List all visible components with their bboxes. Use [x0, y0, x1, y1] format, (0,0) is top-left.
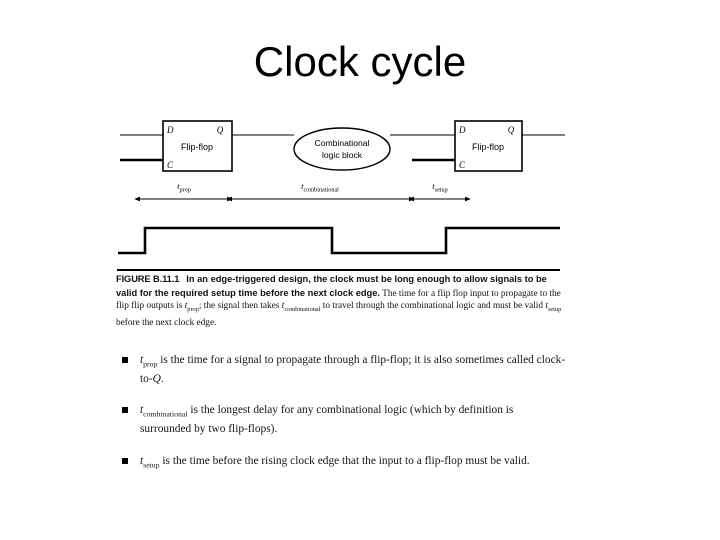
combinational-logic-line1: Combinational	[315, 138, 370, 148]
caption-var-t-setup: tsetup	[545, 301, 562, 314]
flipflop-right-pin-c: C	[459, 160, 466, 170]
bullet-tail-italic: Q	[152, 372, 161, 385]
bullet-square-icon	[122, 407, 128, 414]
list-item: tsetup is the time before the rising clo…	[116, 454, 566, 473]
bullet-text: is the longest delay for any combination…	[140, 404, 514, 436]
timing-diagram-svg: D Q C Flip-flop Combinational logic bloc…	[118, 120, 565, 255]
combinational-logic-line2: logic block	[322, 150, 363, 160]
flipflop-left-pin-c: C	[167, 160, 174, 170]
bullet-text: is the time before the rising clock edge…	[159, 454, 530, 467]
timing-label-t-combinational: tcombinational	[301, 181, 339, 193]
caption-rest-part2: ; the signal then takes	[198, 301, 282, 312]
bullet-square-icon	[122, 357, 128, 363]
bullet-var-t-setup: tsetup	[140, 454, 160, 470]
timing-label-t-prop: tprop	[177, 181, 191, 193]
clock-waveform	[118, 226, 560, 255]
flipflop-right-label: Flip-flop	[472, 142, 504, 152]
flipflop-right-pin-q: Q	[508, 125, 515, 135]
caption-bold-text: In an edge-triggered design, the clock m…	[116, 274, 547, 298]
bullet-text: is the time for a signal to propagate th…	[140, 354, 566, 385]
bullet-var-t-prop: tprop	[140, 354, 158, 369]
flipflop-left-label: Flip-flop	[181, 142, 213, 152]
flipflop-left-pin-q: Q	[217, 125, 224, 135]
caption-var-t-prop: tprop	[184, 301, 199, 314]
list-item: tprop is the time for a signal to propag…	[116, 353, 566, 386]
list-item: tcombinational is the longest delay for …	[116, 403, 566, 436]
bullet-square-icon	[122, 457, 128, 464]
combinational-logic-oval	[293, 127, 391, 171]
caption-divider	[117, 269, 560, 271]
timing-label-t-setup: tsetup	[432, 181, 447, 193]
bullet-var-t-combinational: tcombinational	[140, 404, 188, 419]
definition-list: tprop is the time for a signal to propag…	[116, 353, 566, 490]
bullet-tail: .	[160, 372, 164, 385]
flipflop-left-box	[162, 120, 233, 172]
caption-rest-part1: The time for a flip flop input to propag…	[116, 288, 561, 312]
timing-diagram: D Q C Flip-flop Combinational logic bloc…	[110, 110, 570, 270]
flipflop-right-box	[454, 120, 523, 172]
flipflop-right-pin-d: D	[458, 125, 466, 135]
caption-var-t-combinational: tcombinational	[281, 301, 321, 314]
figure-b-11-1: D Q C Flip-flop Combinational logic bloc…	[110, 110, 570, 490]
figure-number: FIGURE B.11.1	[116, 274, 180, 284]
flipflop-left-pin-d: D	[166, 125, 174, 135]
caption-rest-part3: to travel through the combinational logi…	[320, 301, 546, 312]
caption-rest-text: The time for a flip flop input to propag…	[116, 289, 561, 328]
caption-rest-part4: before the next clock edge.	[116, 317, 217, 328]
page-title: Clock cycle	[253, 38, 467, 85]
